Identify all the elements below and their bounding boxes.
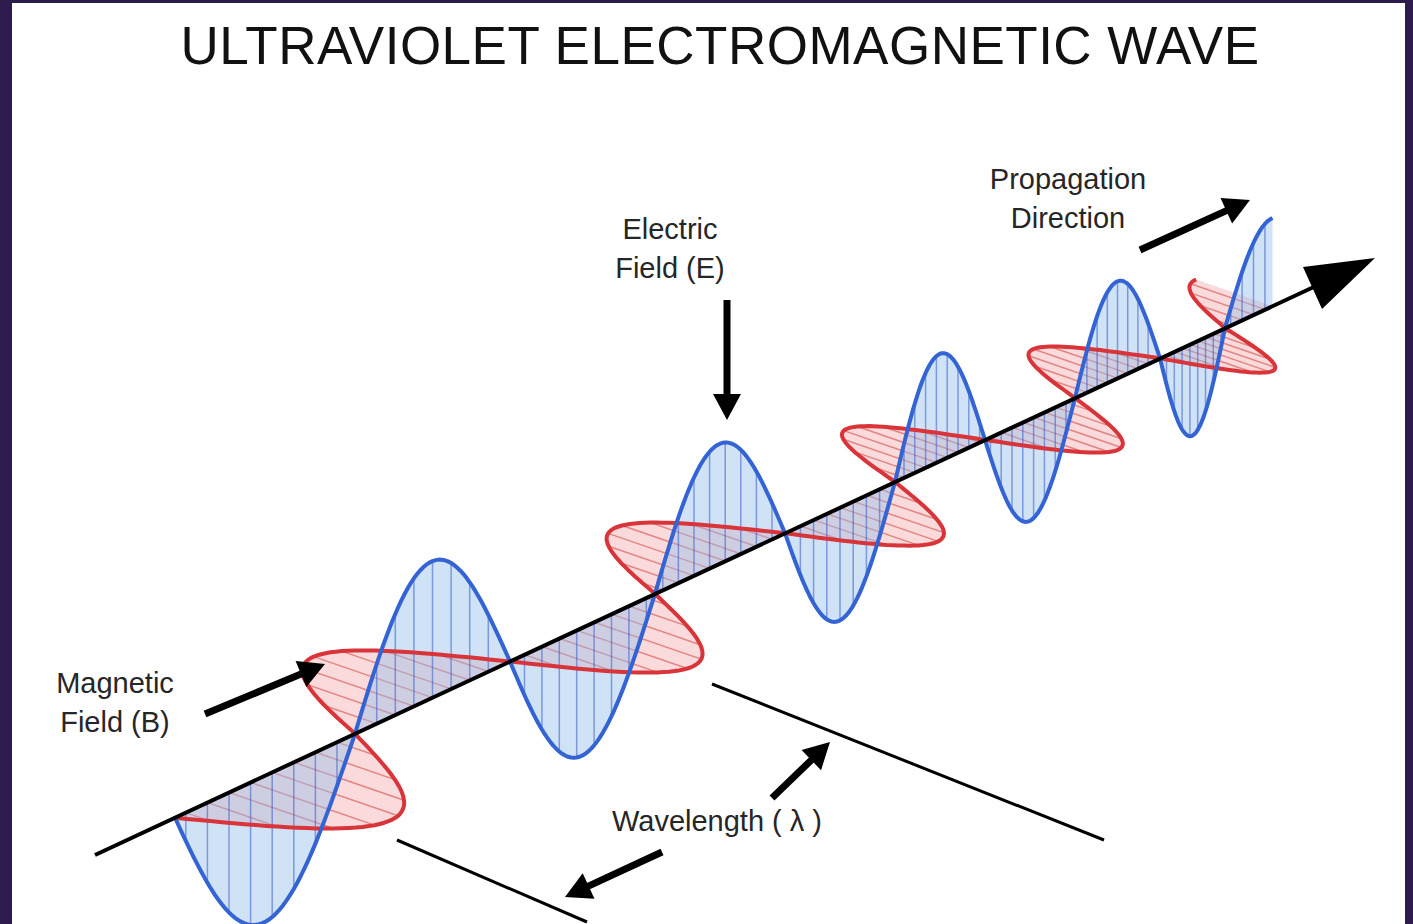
electric-hatch-line bbox=[740, 450, 742, 554]
electric-hatch-line bbox=[1253, 243, 1255, 315]
electric-hatch-line bbox=[469, 582, 471, 680]
electric-hatch-line bbox=[852, 501, 854, 605]
electric-hatch-line bbox=[376, 664, 378, 724]
electric-hatch-line bbox=[866, 495, 868, 576]
electric-hatch-line bbox=[693, 477, 695, 575]
electric-hatch-line bbox=[1264, 224, 1266, 309]
electric-hatch-line bbox=[1054, 407, 1056, 471]
leader-arrows bbox=[205, 198, 1250, 922]
field-label: Magnetic Field (B) bbox=[35, 664, 195, 742]
diagram-title: ULTRAVIOLET ELECTROMAGNETIC WAVE bbox=[180, 16, 1259, 76]
electric-hatch-line bbox=[1205, 337, 1207, 411]
electric-hatch-line bbox=[395, 614, 397, 715]
electric-hatch-line bbox=[1189, 344, 1191, 436]
leader-line bbox=[1140, 210, 1228, 250]
electric-wave-hatch bbox=[186, 224, 1265, 924]
electric-hatch-line bbox=[250, 782, 252, 924]
electric-hatch-line bbox=[559, 638, 561, 751]
electric-hatch-line bbox=[611, 614, 613, 716]
electric-hatch-line bbox=[228, 793, 230, 913]
electric-hatch-line bbox=[709, 452, 711, 569]
electric-hatch-line bbox=[207, 803, 209, 883]
leader-arrowhead bbox=[565, 873, 594, 898]
dimension-label: Wavelength ( λ ) bbox=[612, 802, 822, 841]
electric-hatch-line bbox=[1022, 422, 1024, 521]
electric-hatch-line bbox=[593, 622, 595, 745]
magnetic-curve bbox=[175, 280, 1275, 829]
electric-hatch-line bbox=[1044, 412, 1046, 501]
electric-hatch-line bbox=[826, 514, 828, 620]
electric-hatch-line bbox=[724, 442, 726, 561]
electric-hatch-line bbox=[432, 561, 434, 698]
electric-hatch-line bbox=[541, 647, 543, 730]
leader-line bbox=[587, 852, 662, 887]
leader-line bbox=[205, 673, 303, 714]
magnetic-wave-outline bbox=[175, 280, 1275, 829]
electric-fill bbox=[175, 218, 1273, 924]
axis-line bbox=[95, 285, 1318, 855]
electric-hatch-line bbox=[576, 630, 578, 757]
propagation-axis bbox=[95, 258, 1375, 855]
electric-hatch-line bbox=[1197, 341, 1199, 430]
leader-line bbox=[772, 759, 813, 798]
leader-arrowhead bbox=[296, 661, 325, 687]
electric-hatch-line bbox=[678, 517, 680, 583]
electric-hatch-line bbox=[756, 471, 758, 546]
electric-hatch-line bbox=[1011, 427, 1013, 510]
electric-hatch-line bbox=[914, 403, 916, 472]
axis-arrowhead bbox=[1303, 258, 1375, 309]
electric-hatch-line bbox=[1137, 299, 1139, 369]
electric-hatch-line bbox=[946, 354, 948, 457]
electric-hatch-line bbox=[813, 520, 815, 603]
field-label: Electric Field (E) bbox=[590, 210, 750, 288]
leader-arrowhead bbox=[802, 742, 830, 770]
electric-hatch-line bbox=[1127, 284, 1129, 373]
leader-arrowhead bbox=[1221, 198, 1250, 223]
electric-hatch-line bbox=[936, 356, 938, 462]
electric-hatch-line bbox=[1033, 417, 1035, 518]
electric-wave-outline bbox=[175, 218, 1273, 924]
leader-line bbox=[724, 300, 731, 396]
electric-hatch-line bbox=[450, 563, 452, 689]
electric-hatch-line bbox=[488, 615, 490, 672]
electric-hatch-line bbox=[413, 578, 415, 706]
electric-hatch-line bbox=[839, 508, 841, 621]
direction-label: Propagation Direction bbox=[968, 160, 1168, 238]
electric-wave-fill bbox=[175, 218, 1273, 924]
dimension-line bbox=[397, 840, 587, 922]
electric-hatch-line bbox=[1117, 281, 1119, 378]
electric-hatch-line bbox=[925, 373, 927, 468]
leader-arrowhead bbox=[713, 394, 741, 420]
electric-hatch-line bbox=[957, 367, 959, 453]
electric-hatch-line bbox=[1096, 316, 1098, 387]
electric-hatch-line bbox=[271, 772, 273, 917]
electric-hatch-line bbox=[1107, 292, 1109, 383]
electric-curve bbox=[175, 218, 1273, 924]
electric-hatch-line bbox=[628, 606, 630, 673]
